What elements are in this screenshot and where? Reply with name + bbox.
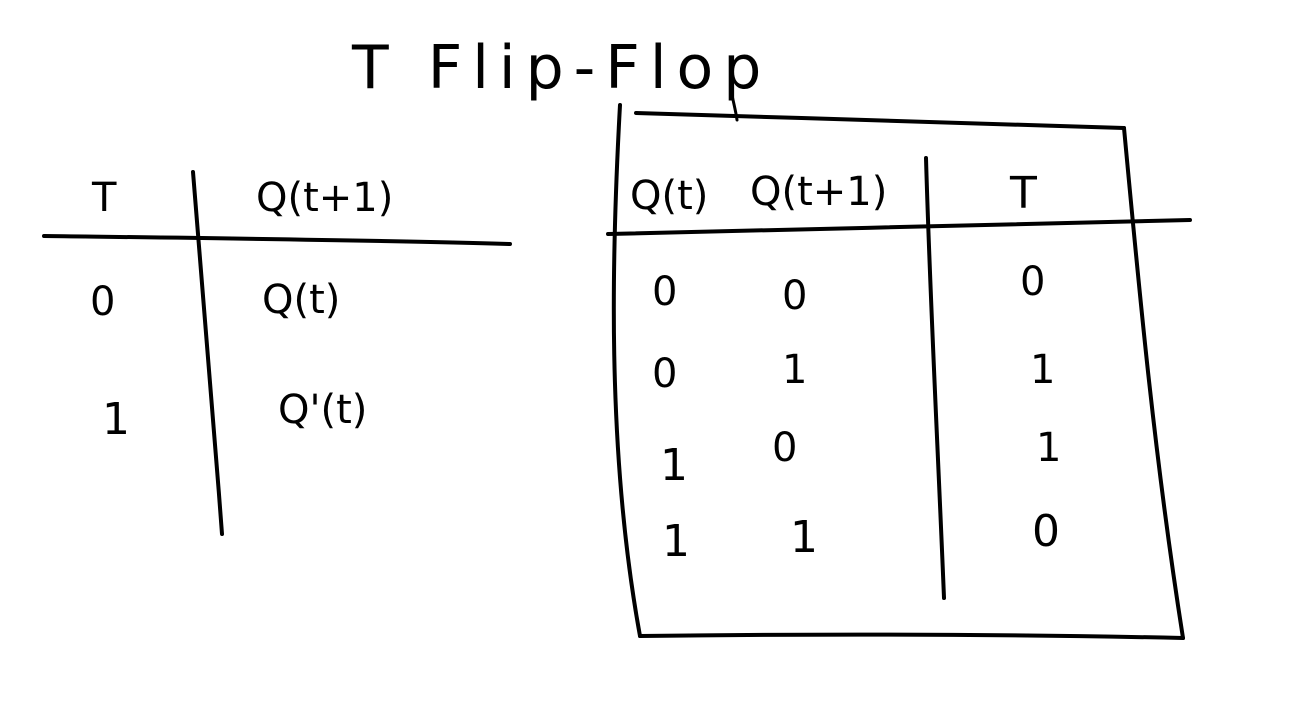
excite-r3-t: 1: [1036, 425, 1062, 471]
excite-r2-qt: 0: [652, 351, 678, 397]
excite-r3-qnext: 0: [772, 425, 798, 471]
excite-r1-qt: 0: [652, 269, 678, 315]
char-header-t: T: [92, 175, 117, 221]
excite-r3-qt: 1: [660, 440, 688, 491]
excite-r1-qnext: 0: [782, 273, 808, 319]
char-row1-t: 0: [90, 279, 116, 325]
char-header-qnext: Q(t+1): [256, 175, 394, 221]
excite-table-header-rule: [606, 218, 1192, 236]
excite-r2-t: 1: [1030, 347, 1056, 393]
excite-r4-t: 0: [1032, 506, 1060, 557]
excite-table-top-border: [634, 111, 1126, 130]
page-title: T Flip-Flop: [352, 33, 772, 103]
title-descender-stroke: [730, 93, 739, 122]
char-table-column-rule: [191, 170, 224, 536]
excite-r1-t: 0: [1020, 259, 1046, 305]
excite-table-column-rule: [924, 156, 946, 600]
excite-r2-qnext: 1: [782, 347, 808, 393]
excite-header-qnext: Q(t+1): [750, 169, 888, 215]
excite-table-right-border: [1122, 126, 1185, 640]
excite-table-bottom-border: [638, 632, 1185, 640]
excite-table-left-border: [611, 103, 642, 638]
char-row2-t: 1: [102, 394, 130, 445]
excite-header-t: T: [1010, 168, 1037, 219]
char-row1-q: Q(t): [262, 277, 341, 323]
char-row2-q: Q'(t): [278, 387, 368, 433]
excite-r4-qnext: 1: [790, 512, 818, 563]
char-table-header-rule: [42, 234, 512, 246]
excite-header-qt: Q(t): [630, 173, 709, 219]
excite-r4-qt: 1: [662, 516, 690, 567]
